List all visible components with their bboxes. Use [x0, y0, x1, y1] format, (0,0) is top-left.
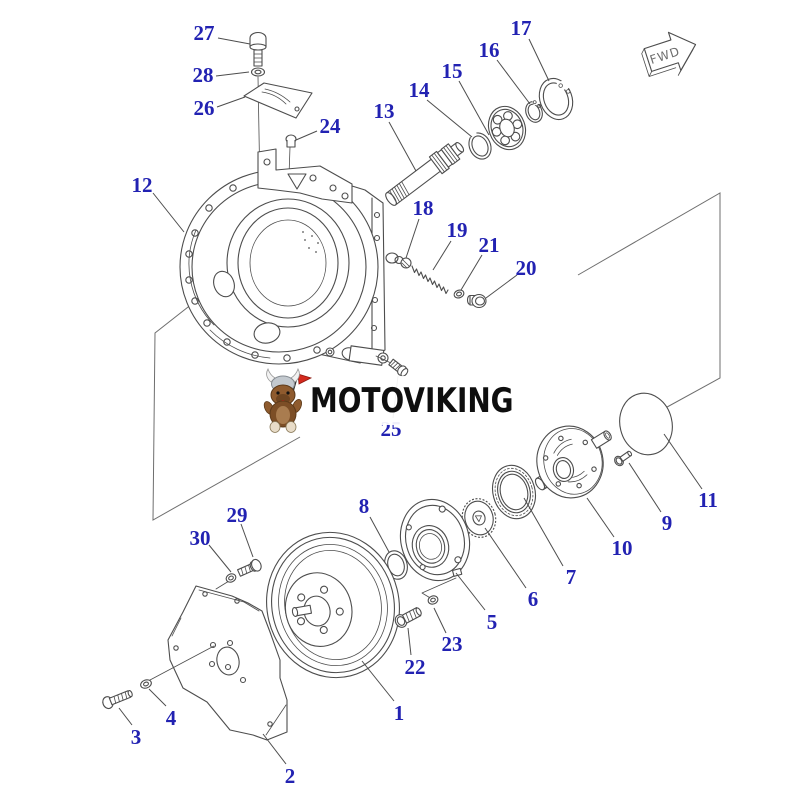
callout-leader-21 — [460, 254, 483, 291]
callout-number-21: 21 — [479, 233, 500, 257]
callout-number-9: 9 — [662, 511, 673, 535]
bolt-29-locator-line — [215, 580, 230, 590]
callout-leader-19 — [432, 240, 452, 271]
callout-leader-24 — [295, 130, 318, 141]
watermark-text: MOTOVIKING — [310, 380, 514, 421]
callout-leader-10 — [586, 497, 615, 538]
callout-leader-18 — [405, 218, 420, 259]
callout-number-20: 20 — [516, 256, 537, 280]
part-22-bolt — [394, 607, 422, 628]
callout-number-1: 1 — [394, 701, 405, 725]
callout-number-2: 2 — [285, 764, 296, 788]
bolt-3-locator-line — [149, 645, 215, 681]
pump-bolt-locator-line — [421, 577, 457, 600]
callout-number-10: 10 — [612, 536, 633, 560]
part-24-bolt — [285, 134, 297, 177]
callout-number-15: 15 — [442, 59, 463, 83]
callout-leader-20 — [485, 274, 518, 299]
part-13-turbine-shaft — [385, 142, 465, 206]
callout-number-30: 30 — [190, 526, 211, 550]
part-18-valve-ball — [400, 257, 412, 269]
callout-leader-2 — [262, 733, 287, 765]
part-1-torque-converter — [266, 531, 400, 679]
callout-number-29: 29 — [227, 503, 248, 527]
callout-leader-28 — [215, 71, 250, 77]
callout-leader-11 — [663, 433, 703, 490]
callout-leader-15 — [458, 80, 490, 136]
callout-leader-17 — [528, 38, 550, 82]
callout-leader-5 — [455, 572, 486, 611]
part-30-washer — [225, 573, 237, 583]
part-5-oil-pump-assembly — [399, 498, 471, 582]
callout-number-3: 3 — [131, 725, 142, 749]
callout-number-11: 11 — [698, 488, 718, 512]
callout-leader-1 — [361, 660, 395, 702]
callout-leader-13 — [388, 121, 417, 172]
part-21-washer — [453, 289, 465, 299]
callout-number-28: 28 — [193, 63, 214, 87]
part-4-washer — [140, 679, 152, 689]
callout-leader-14 — [426, 99, 473, 138]
callout-number-18: 18 — [413, 196, 434, 220]
viking-dog-mascot-icon — [263, 368, 313, 433]
frame-plane-left — [152, 299, 301, 521]
callout-leader-23 — [433, 607, 447, 634]
part-23-washer — [427, 595, 439, 605]
callout-number-14: 14 — [409, 78, 431, 102]
part-9-bolt — [614, 450, 633, 467]
part-12-flywheel-housing — [179, 148, 404, 366]
part-20-plug — [466, 293, 487, 309]
part-15-ball-bearing — [487, 105, 527, 151]
callout-leader-9 — [628, 462, 662, 513]
callout-leader-7 — [523, 497, 564, 567]
fwd-arrow: FWD — [641, 31, 697, 77]
part-19-spring — [411, 265, 449, 295]
callout-number-4: 4 — [166, 706, 177, 730]
part-14-ring — [468, 130, 492, 160]
callout-leader-27 — [217, 37, 251, 45]
callout-number-5: 5 — [487, 610, 498, 634]
callout-leader-6 — [484, 527, 527, 589]
part-26-plate — [243, 82, 313, 119]
part-25-bolt — [375, 355, 409, 377]
callout-leader-26 — [216, 96, 246, 108]
part-11-o-ring — [619, 392, 673, 456]
callout-leader-8 — [369, 516, 390, 553]
part-7-bearing-ring — [491, 464, 537, 520]
callout-number-22: 22 — [405, 655, 426, 679]
callout-leader-29 — [240, 523, 254, 558]
callout-leader-22 — [407, 627, 412, 656]
callout-number-19: 19 — [447, 218, 468, 242]
callout-number-13: 13 — [374, 99, 395, 123]
part-16-snap-ring — [525, 97, 543, 123]
callout-number-8: 8 — [359, 494, 370, 518]
callout-number-12: 12 — [132, 173, 153, 197]
frame-plane-right — [577, 192, 721, 413]
callout-leader-12 — [152, 192, 185, 233]
part-6-gear — [461, 498, 497, 538]
part-29-bolt — [237, 558, 262, 577]
callout-number-24: 24 — [320, 114, 342, 138]
callout-number-23: 23 — [442, 632, 463, 656]
callout-number-6: 6 — [528, 587, 539, 611]
callout-labels: 1234567891011121314151617181920212223242… — [118, 16, 718, 788]
callout-leader-16 — [496, 59, 531, 105]
callout-leader-30 — [208, 544, 232, 573]
part-3-bolt — [102, 690, 133, 710]
part-2-drive-plate — [167, 585, 288, 741]
callout-number-16: 16 — [479, 38, 500, 62]
callout-number-17: 17 — [511, 16, 532, 40]
callout-leader-3 — [118, 707, 133, 726]
callout-leader-4 — [148, 688, 167, 707]
part-28-washer — [250, 67, 266, 77]
part-10-hub — [534, 425, 612, 499]
torque-converter-stub-shaft — [291, 604, 313, 618]
part-17-snap-ring-large — [538, 77, 574, 121]
callout-number-27: 27 — [194, 21, 215, 45]
callout-number-7: 7 — [566, 565, 577, 589]
watermark-motoviking: MOTOVIKING — [262, 368, 538, 433]
callout-number-26: 26 — [194, 96, 215, 120]
